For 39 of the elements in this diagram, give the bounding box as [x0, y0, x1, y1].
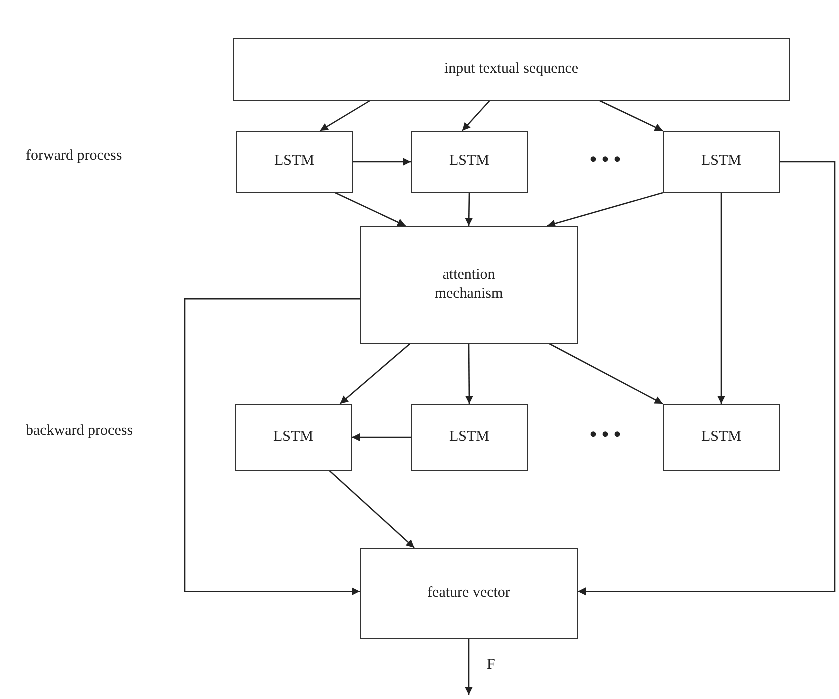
arrow — [718, 193, 726, 404]
ellipsis-dots: • • • — [590, 424, 622, 447]
process-box — [411, 131, 528, 193]
row-label: backward process — [26, 423, 134, 440]
arrow — [329, 470, 415, 548]
arrow — [465, 193, 474, 226]
process-box — [235, 404, 352, 471]
process-box — [411, 404, 528, 471]
arrow — [320, 100, 370, 132]
box-label: input textual sequence — [444, 60, 579, 79]
arrow — [465, 639, 473, 695]
row-label: forward process — [26, 148, 122, 165]
box-label: attention mechanism — [434, 266, 504, 304]
process-box — [663, 131, 780, 193]
arrow — [578, 161, 836, 596]
process-box — [360, 226, 578, 344]
arrow — [549, 343, 664, 405]
process-box — [663, 404, 780, 471]
arrow — [184, 298, 360, 596]
box-label: LSTM — [701, 428, 742, 447]
process-box — [360, 548, 578, 639]
box-label: LSTM — [274, 152, 314, 172]
edge-label: F — [487, 657, 496, 674]
process-box — [236, 131, 353, 193]
box-label: LSTM — [701, 152, 742, 172]
arrow — [462, 100, 490, 132]
ellipsis-dots: • • • — [590, 149, 622, 172]
arrow — [547, 192, 664, 228]
box-label: LSTM — [449, 152, 490, 172]
arrow — [465, 344, 474, 404]
process-box — [233, 38, 790, 101]
box-label: LSTM — [273, 428, 314, 447]
arrow — [352, 434, 411, 442]
arrow — [600, 100, 664, 132]
box-label: feature vector — [428, 584, 510, 603]
arrow — [353, 158, 411, 166]
arrow — [340, 344, 411, 404]
arrow — [335, 192, 406, 227]
box-label: LSTM — [449, 428, 490, 447]
